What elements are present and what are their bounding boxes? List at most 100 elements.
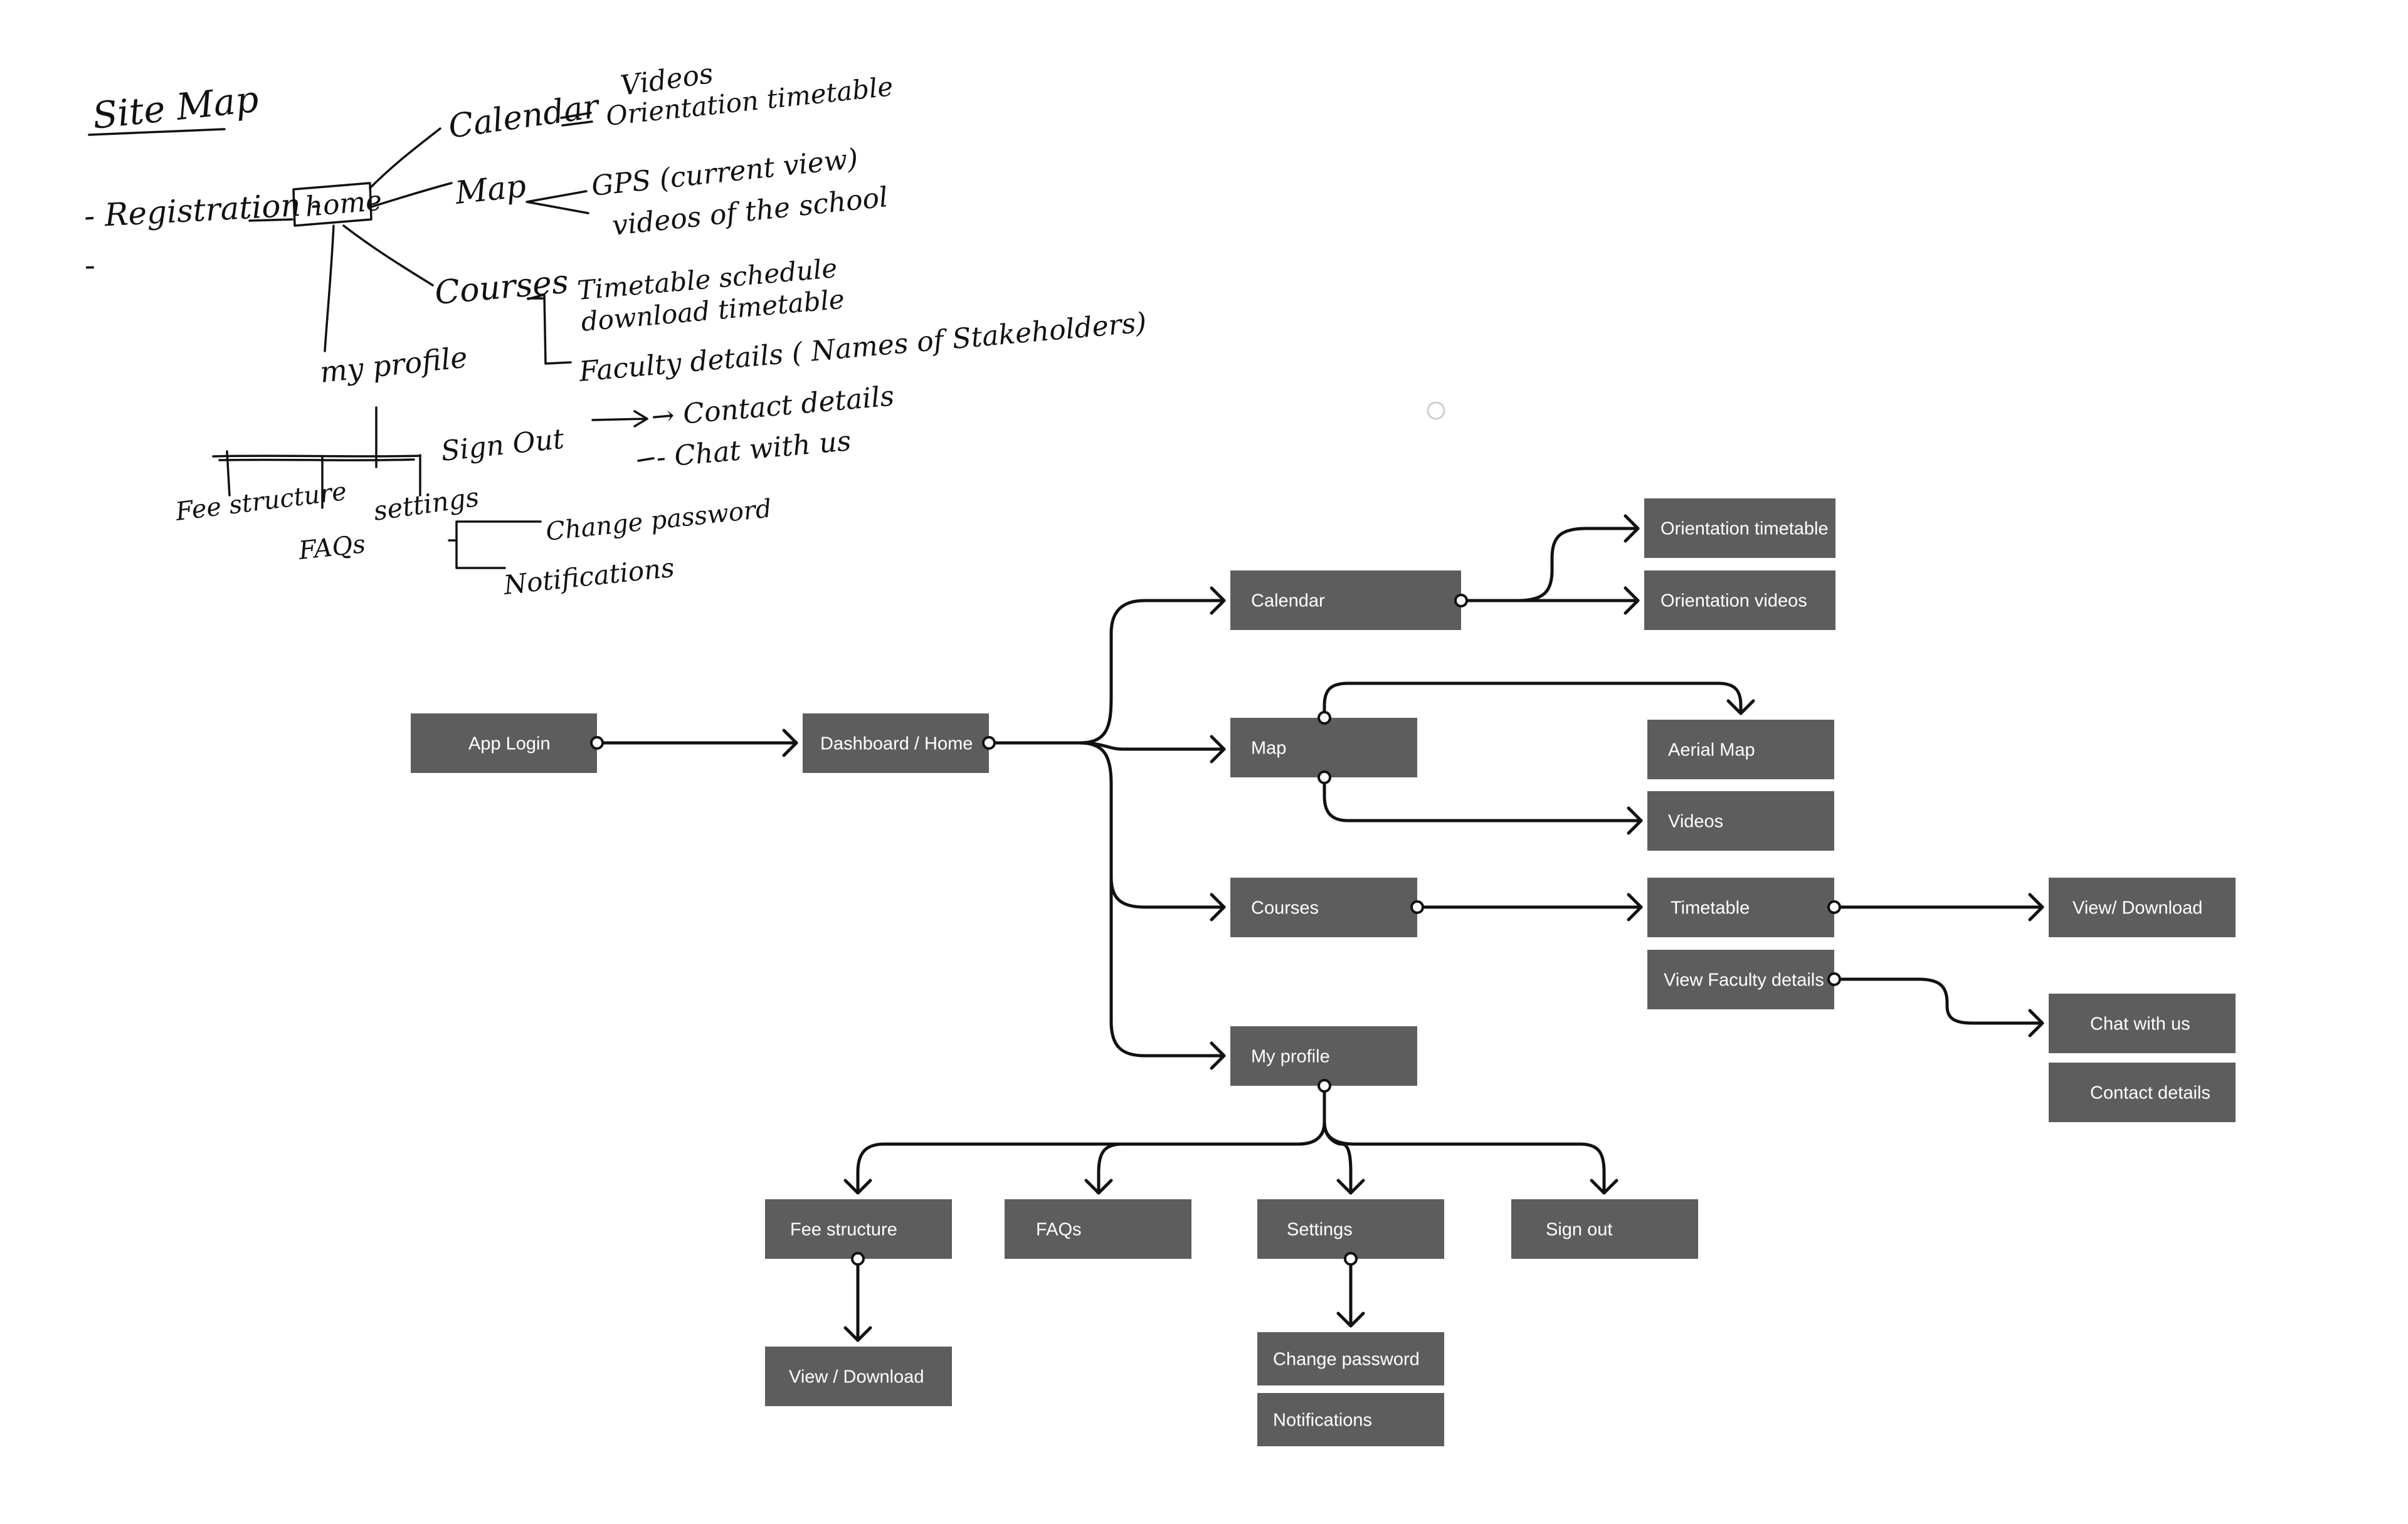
port-map[interactable] xyxy=(1318,770,1331,784)
node-label: Aerial Map xyxy=(1668,740,1755,760)
node-box xyxy=(1647,720,1834,779)
connector-map-to-aerial-map xyxy=(1323,681,1755,720)
node-notifications[interactable]: Notifications xyxy=(1257,1393,1444,1446)
connector-line xyxy=(1323,681,1743,720)
port-app-login[interactable] xyxy=(590,736,604,750)
connector-line xyxy=(1459,527,1640,602)
arrowhead-icon xyxy=(1336,1179,1365,1195)
arrowhead-icon xyxy=(843,1179,872,1195)
node-timetable[interactable]: Timetable xyxy=(1647,878,1834,937)
connector-calendar-to-orientation-videos xyxy=(1516,586,1640,615)
sketch-home-to-courses xyxy=(342,224,434,286)
node-view-download-timetable[interactable]: View/ Download xyxy=(2049,878,2236,937)
connector-calendar-to-orientation-timetable xyxy=(1459,514,1640,602)
node-app-login[interactable]: App Login xyxy=(411,713,597,773)
node-my-profile[interactable]: My profile xyxy=(1230,1026,1417,1086)
sketch-fee-structure: Fee structure xyxy=(174,477,349,527)
sketch-home-to-calendar xyxy=(369,127,441,189)
node-label: Sign out xyxy=(1546,1220,1612,1240)
node-box xyxy=(411,713,597,773)
arrowhead-icon xyxy=(782,728,798,757)
node-label: Contact details xyxy=(2090,1083,2210,1103)
node-label: Settings xyxy=(1287,1220,1353,1240)
node-settings[interactable]: Settings xyxy=(1257,1199,1444,1259)
port-my-profile[interactable] xyxy=(1318,1079,1331,1093)
node-box xyxy=(2049,1063,2236,1122)
node-orientation-videos[interactable]: Orientation videos xyxy=(1644,570,1835,630)
port-fee-structure[interactable] xyxy=(851,1252,865,1266)
sketch-courses-bracket xyxy=(527,293,572,365)
arrowhead-icon xyxy=(1627,806,1643,835)
node-label: Timetable xyxy=(1671,898,1750,918)
node-calendar[interactable]: Calendar xyxy=(1230,570,1461,630)
arrowhead-icon xyxy=(1084,1179,1113,1195)
arrowhead-icon xyxy=(2028,893,2044,922)
node-orientation-timetable[interactable]: Orientation timetable xyxy=(1644,498,1835,558)
sketch-home-to-map xyxy=(370,182,453,208)
sketch-calendar: Calendar xyxy=(446,88,603,146)
port-view-faculty-details[interactable] xyxy=(1827,972,1841,986)
connector-app-login-to-dashboard-home xyxy=(595,728,798,757)
node-faqs[interactable]: FAQs xyxy=(1005,1199,1191,1259)
sketch-faqs: FAQs xyxy=(297,530,367,565)
sketch-contact-details: → Contact details xyxy=(650,380,895,433)
arrowhead-icon xyxy=(1627,893,1643,922)
node-box xyxy=(1230,718,1417,777)
connector-line xyxy=(1109,876,1226,1058)
node-fee-structure[interactable]: Fee structure xyxy=(765,1199,952,1259)
node-box xyxy=(1644,498,1835,558)
sketch-contact-arrow xyxy=(591,410,648,428)
sketch-chat-with-us: - Chat with us xyxy=(655,425,853,474)
node-aerial-map[interactable]: Aerial Map xyxy=(1647,720,1834,779)
port-calendar[interactable] xyxy=(1454,594,1468,607)
node-sign-out[interactable]: Sign out xyxy=(1511,1199,1698,1259)
node-videos[interactable]: Videos xyxy=(1647,791,1834,851)
node-label: Chat with us xyxy=(2090,1014,2190,1034)
node-dashboard-home[interactable]: Dashboard / Home xyxy=(803,713,989,773)
node-box xyxy=(2049,878,2236,937)
node-label: App Login xyxy=(468,734,551,754)
port-settings[interactable] xyxy=(1344,1252,1358,1266)
arrowhead-icon xyxy=(843,1326,872,1342)
node-box xyxy=(1230,570,1461,630)
node-view-faculty-details[interactable]: View Faculty details xyxy=(1647,950,1834,1009)
sketch-sign-out: Sign Out xyxy=(440,423,566,468)
node-contact-details[interactable]: Contact details xyxy=(2049,1063,2236,1122)
node-label: Dashboard / Home xyxy=(820,734,973,754)
node-label: Fee structure xyxy=(790,1220,897,1240)
sketch-courses: Courses xyxy=(433,263,570,312)
connector-line xyxy=(856,1084,1326,1195)
sketch-notifications: Notifications xyxy=(502,552,676,601)
port-courses[interactable] xyxy=(1410,900,1424,914)
port-map[interactable] xyxy=(1318,711,1331,725)
sketch-labels: Site Map - Registration - - home Calenda… xyxy=(83,58,1148,601)
node-map[interactable]: Map xyxy=(1230,718,1417,777)
node-box xyxy=(1511,1199,1698,1259)
node-box xyxy=(1005,1199,1191,1259)
sketch-my-profile: my profile xyxy=(319,340,469,389)
node-label: View/ Download xyxy=(2073,898,2202,918)
connector-my-profile-to-settings xyxy=(1323,1120,1365,1195)
flow-ports xyxy=(590,594,1841,1266)
node-label: View / Download xyxy=(789,1367,924,1387)
port-timetable[interactable] xyxy=(1827,900,1841,914)
node-chat-with-us[interactable]: Chat with us xyxy=(2049,994,2236,1053)
node-label: FAQs xyxy=(1036,1220,1082,1240)
node-view-download-fee[interactable]: View / Download xyxy=(765,1347,952,1406)
sketch-home-box xyxy=(292,182,372,227)
connector-line xyxy=(1323,1120,1606,1195)
node-box xyxy=(1647,791,1834,851)
node-box xyxy=(1644,570,1835,630)
port-dashboard-home[interactable] xyxy=(982,736,996,750)
connector-line xyxy=(1832,977,2044,1025)
node-courses[interactable]: Courses xyxy=(1230,878,1417,937)
arrowhead-icon xyxy=(1210,1041,1226,1070)
connector-courses-to-timetable xyxy=(1415,893,1643,922)
arrowhead-icon xyxy=(1590,1179,1619,1195)
sketch-map-bracket xyxy=(525,190,589,214)
arrowhead-icon xyxy=(1336,1311,1365,1328)
sketch-map: Map xyxy=(453,167,527,211)
node-label: Change password xyxy=(1273,1350,1420,1370)
node-change-password[interactable]: Change password xyxy=(1257,1332,1444,1385)
connector-timetable-to-view-download-timetable xyxy=(1832,893,2044,922)
